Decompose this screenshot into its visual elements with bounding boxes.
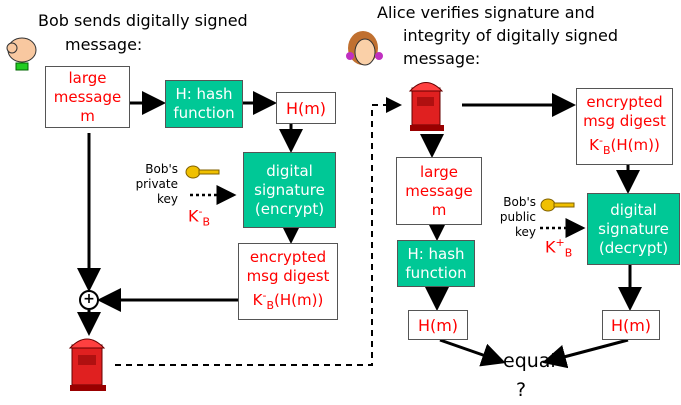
text: Bob's [145, 162, 178, 176]
text: H: hash [175, 85, 233, 103]
alice-hash-function-box: H: hash function [397, 240, 475, 287]
concat-circle [79, 290, 99, 310]
bob-avatar [6, 37, 37, 71]
text: digital [266, 161, 313, 180]
alice-avatar [346, 31, 383, 66]
bob-private-key-label: Bob's private key [120, 162, 178, 207]
text: message [53, 87, 122, 106]
text: function [173, 104, 235, 122]
alice-title-line1: Alice verifies signature and [377, 3, 595, 22]
bob-hm-box: H(m) [276, 92, 336, 124]
bob-encrypted-digest-box: encrypted msg digest K-B(H(m)) [238, 243, 338, 320]
key-icon-bob [185, 165, 220, 179]
formula: K-B(H(m)) [589, 131, 660, 160]
text: Bob's [503, 195, 536, 209]
arrow-hm-to-equal-right [542, 338, 629, 369]
text: (decrypt) [598, 238, 669, 257]
key-icon-alice [540, 198, 575, 212]
bob-hash-function-box: H: hash function [165, 80, 243, 128]
arrow-hm-to-equal-left [439, 338, 506, 367]
text: key [156, 192, 178, 206]
alice-hm-right-box: H(m) [602, 310, 660, 340]
bob-private-key-symbol: K-B [188, 205, 210, 229]
equal-label: equal [503, 350, 556, 372]
text: key [514, 225, 536, 239]
text: K [545, 237, 556, 257]
dashed-transmission-line [115, 97, 402, 366]
mailbox-icon-bob [68, 338, 106, 391]
text: K [252, 291, 263, 309]
text: msg digest [246, 267, 330, 285]
bob-digital-signature-box: digital signature (encrypt) [243, 152, 336, 228]
alice-digital-signature-box: digital signature (decrypt) [587, 193, 680, 265]
text: msg digest [583, 112, 666, 130]
formula: K-B(H(m)) [253, 286, 324, 315]
alice-title-line3: message: [403, 49, 481, 68]
text: + [555, 236, 565, 249]
text: m [431, 200, 447, 219]
text: m [80, 106, 95, 125]
text: function [405, 263, 467, 282]
text: large [68, 68, 107, 87]
text: private [135, 177, 178, 191]
alice-title-line2: integrity of digitally signed [403, 26, 619, 45]
text: (encrypt) [254, 199, 325, 218]
text: B [602, 144, 611, 157]
text: message [405, 181, 473, 200]
text: - [198, 205, 203, 218]
text: - [262, 289, 267, 302]
bob-title-line1: Bob sends digitally signed [38, 11, 248, 30]
plus-symbol: + [83, 291, 95, 307]
text: K [589, 136, 599, 154]
bob-large-message-box: large message m [45, 66, 130, 128]
text: H: hash [407, 244, 465, 263]
text: - [599, 134, 603, 147]
text: public [499, 210, 536, 224]
text: signature [254, 180, 325, 199]
bob-title-line2: message: [65, 35, 143, 54]
text: B [202, 215, 211, 229]
question-mark: ? [516, 379, 527, 401]
text: encrypted [249, 248, 327, 266]
text: K [188, 206, 199, 226]
text: (H(m)) [274, 291, 324, 309]
text: (H(m)) [610, 136, 660, 154]
alice-hm-left-box: H(m) [408, 310, 468, 340]
bob-public-key-label: Bob's public key [480, 195, 536, 240]
text: B [564, 246, 573, 260]
alice-encrypted-digest-box: encrypted msg digest K-B(H(m)) [576, 88, 673, 165]
text: B [266, 299, 275, 312]
bob-public-key-symbol: K+B [545, 236, 572, 260]
mailbox-icon-alice [408, 82, 444, 131]
text: large [419, 162, 458, 181]
text: digital [610, 200, 657, 219]
text: encrypted [586, 93, 663, 111]
text: signature [598, 219, 669, 238]
alice-large-message-box: large message m [396, 157, 482, 225]
